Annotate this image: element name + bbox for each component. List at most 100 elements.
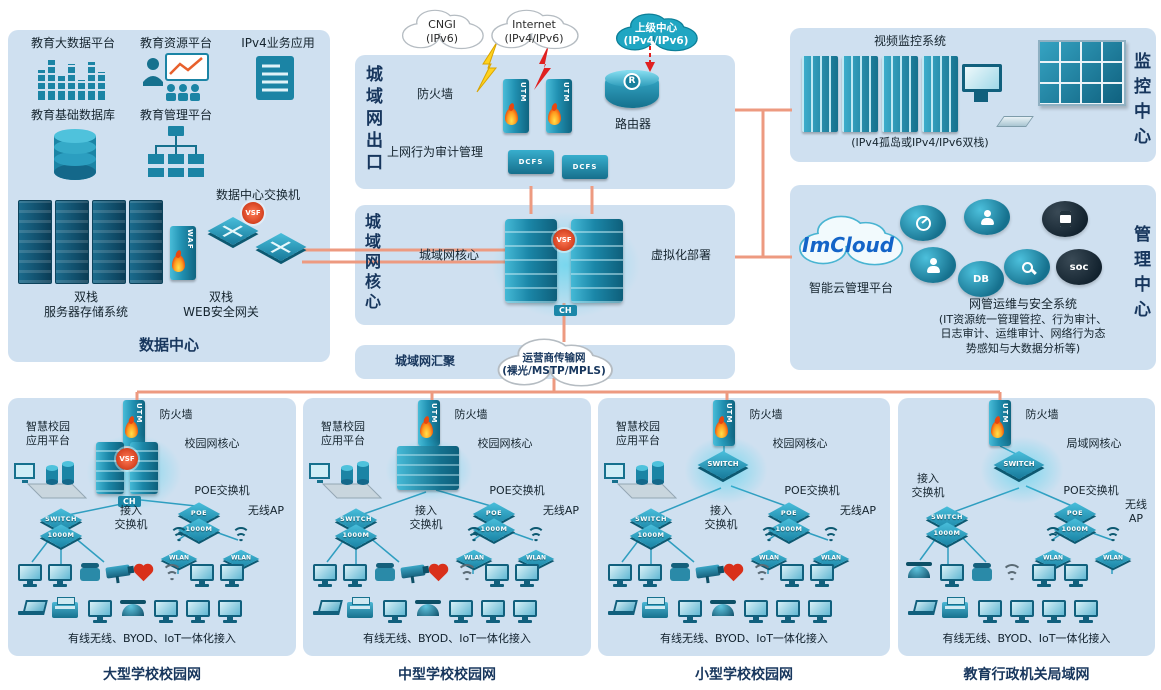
campus-panel-large-school: UTM 防火墙 智慧校园 应用平台 VSF CH 校园网核心 SWITCH 10… [8, 398, 296, 656]
flame-icon [715, 421, 728, 438]
wireless-ap: WLAN [1030, 527, 1076, 574]
access-switch-stack: SWITCH 1000M [331, 504, 381, 552]
wireless-ap: WLAN [156, 527, 202, 574]
video-server-rack [802, 56, 838, 132]
dual-server-label: 双栈 服务器存储系统 [43, 290, 128, 319]
flame-icon [505, 108, 518, 125]
ipv4-app-label: IPv4业务应用 [241, 36, 315, 50]
workstation-monitor [962, 64, 1006, 104]
ap-label: 无线AP [542, 504, 580, 517]
laptop-icon [908, 600, 934, 616]
datacenter-title: 数据中心 [138, 336, 199, 354]
internet-cloud-label: Internet (IPv4/IPv6) [504, 18, 564, 45]
app-platform-icon [309, 461, 383, 499]
ap-label: 无线AP [839, 504, 877, 517]
man-core-title: 城域网核心 [362, 213, 381, 313]
computer-icon [481, 600, 505, 623]
man-core-panel: 城域网核心 城域网核心 VSF CH 虚拟化部署 [355, 205, 735, 325]
computer-icon [343, 564, 367, 587]
video-system-label: 视频监控系统 [873, 34, 946, 48]
ap-label: 无线 AP [1125, 498, 1147, 525]
flame-icon [172, 255, 185, 272]
poe-label: POE交换机 [489, 484, 545, 497]
core-switch-chassis [505, 219, 557, 303]
computer-icon [515, 564, 539, 587]
wifi-signal-icon [1000, 564, 1024, 584]
laptop-icon [313, 600, 339, 616]
core-switch-device: SWITCH [694, 444, 752, 486]
app-platform-label: 智慧校园 应用平台 [616, 420, 660, 447]
poe-switch-stack: POE 1000M [469, 498, 519, 546]
computer-icon [18, 564, 42, 587]
printer-icon [52, 597, 78, 618]
database-icon: DB [958, 261, 1004, 297]
ch-label: CH [118, 496, 141, 507]
access-mode-label: 有线无线、BYOD、IoT一体化接入 [942, 632, 1111, 645]
computer-icon [449, 600, 473, 623]
dc-switch-device [252, 226, 310, 268]
management-title: 管理中心 [1130, 225, 1150, 325]
endpoint-devices [608, 556, 882, 628]
access-switch-stack: SWITCH 1000M [626, 504, 676, 552]
monitoring-panel: 视频监控系统 (IPv4孤岛或IPv4/IPv6双栈) 监控中心 [790, 28, 1156, 162]
computer-icon [810, 564, 834, 587]
wifi-icon [1103, 527, 1123, 543]
vsf-badge: VSF [553, 229, 575, 251]
firewall-device: UTM [503, 79, 529, 133]
carrier-transport-cloud: 运营商传输网 (裸光/MSTP/MPLS) [492, 334, 616, 390]
computer-icon [513, 600, 537, 623]
computer-icon [88, 600, 112, 623]
poe-switch-stack: POE 1000M [764, 498, 814, 546]
imcloud-icon [794, 211, 906, 269]
audit-label: 上网行为审计管理 [386, 145, 483, 159]
wifi-icon [169, 527, 189, 543]
access-mode-label: 有线无线、BYOD、IoT一体化接入 [68, 632, 236, 645]
cngi-cloud-label: CNGI (IPv6) [426, 18, 458, 45]
firewall-label: 防火墙 [454, 408, 488, 421]
core-label: 校园网核心 [477, 437, 533, 450]
phone-icon [375, 563, 395, 581]
phone-icon [972, 563, 992, 581]
router-label: 路由器 [614, 117, 651, 131]
firewall-label: 防火墙 [416, 87, 453, 101]
cloud-platform-label: 智能云管理平台 [808, 281, 893, 295]
monitoring-title: 监控中心 [1130, 52, 1150, 152]
computer-icon [780, 564, 804, 587]
core-label: 校园网核心 [772, 437, 828, 450]
org-tree-icon [148, 126, 204, 177]
waf-text: WAF [186, 229, 194, 250]
monitoring-tool-icon [900, 205, 946, 241]
video-server-rack [882, 56, 918, 132]
noc-description: (IT资源统一管理管控、行为审计、 日志审计、运维审计、网络行为态 势感知与大数… [938, 313, 1108, 355]
wifi-icon [821, 527, 841, 543]
heart-icon [725, 565, 742, 582]
vsf-badge: VSF [242, 202, 264, 224]
waf-device: WAF [170, 226, 196, 280]
printer-icon [642, 597, 668, 618]
computer-icon [1074, 600, 1098, 623]
wifi-icon [526, 527, 546, 543]
access-switch-stack: SWITCH 1000M [922, 502, 972, 550]
computer-icon [190, 564, 214, 587]
poe-label: POE交换机 [784, 484, 840, 497]
computer-icon [678, 600, 702, 623]
document-icon [256, 56, 294, 100]
computer-icon [638, 564, 662, 587]
base-db-label: 教育基础数据库 [30, 108, 115, 122]
computer-icon [776, 600, 800, 623]
wireless-ap: WLAN [746, 527, 792, 574]
computer-icon [940, 564, 964, 587]
audit-search-icon [1004, 249, 1050, 285]
computer-icon [186, 600, 210, 623]
flame-icon [991, 421, 1004, 438]
wireless-ap: WLAN [218, 527, 264, 574]
computer-icon [48, 564, 72, 587]
server-rack [129, 200, 163, 284]
dome-camera-icon [710, 600, 736, 616]
wifi-icon [464, 527, 484, 543]
operator-icon [964, 199, 1010, 235]
computer-icon [485, 564, 509, 587]
wireless-ap: WLAN [513, 527, 559, 574]
camera-icon [695, 564, 721, 579]
big-data-chart-icon [36, 60, 108, 100]
